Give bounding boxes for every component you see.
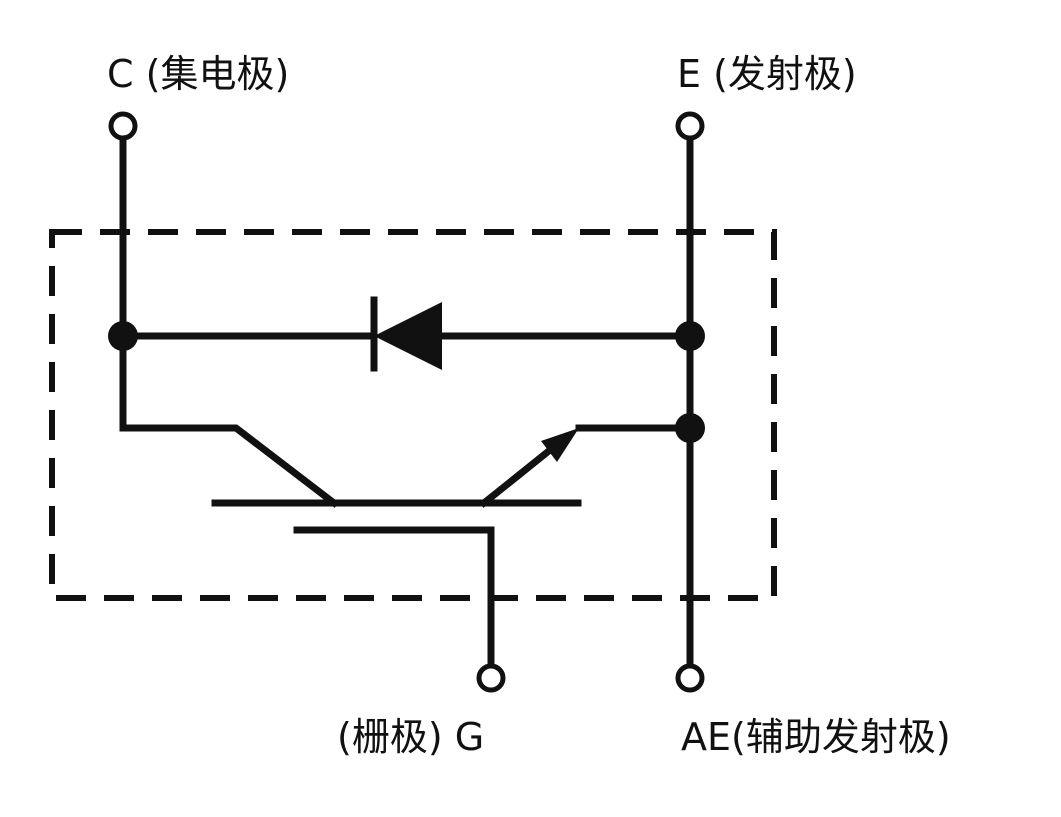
emitter-terminal <box>675 111 705 141</box>
gate-terminal <box>476 663 506 693</box>
collector-junction-node <box>108 321 138 351</box>
diode-triangle <box>374 302 442 370</box>
collector-wire <box>119 134 339 508</box>
aux-emitter-terminal <box>675 663 705 693</box>
gate-wire <box>293 526 495 669</box>
emitter-diode-junction-node <box>675 321 705 351</box>
collector-terminal <box>108 111 138 141</box>
emitter-igbt-junction-node <box>675 413 705 443</box>
module-boundary <box>49 229 777 601</box>
aux-emitter-label: AE(辅助发射极) <box>681 715 951 759</box>
gate-label: (栅极) G <box>337 715 484 759</box>
igbt-emitter-wire <box>479 437 565 508</box>
emitter-arrow-icon <box>541 428 579 462</box>
emitter-label: E (发射极) <box>677 52 857 96</box>
collector-label: C (集电极) <box>107 52 289 96</box>
